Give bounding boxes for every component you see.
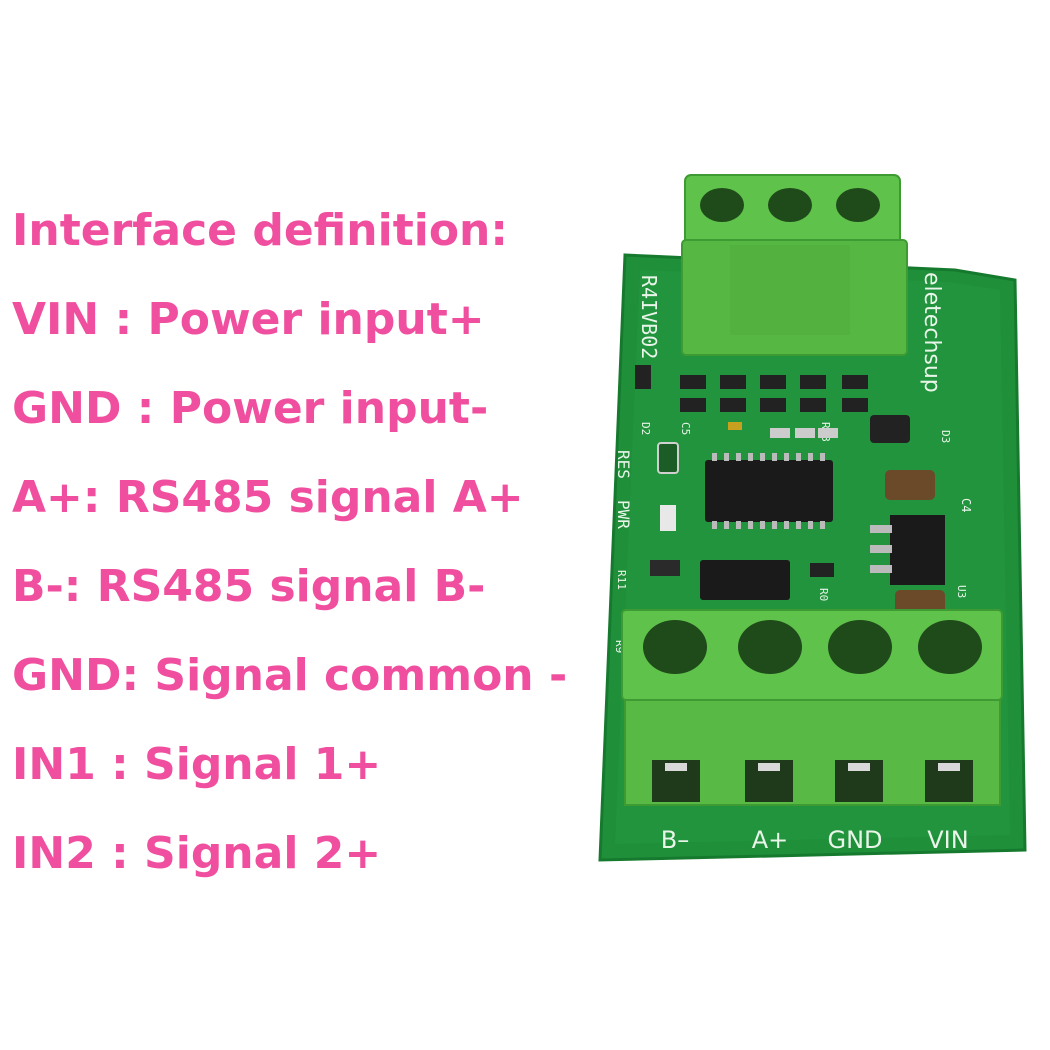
definition-gnd-power: GND : Power input-: [12, 383, 489, 434]
definition-gnd-signal: GND: Signal common -: [12, 650, 568, 701]
definition-in2: IN2 : Signal 2+: [12, 828, 382, 879]
pwr-label: PWR: [614, 500, 633, 529]
definition-b-minus: B-: RS485 signal B-: [12, 561, 486, 612]
regulator-components: [650, 442, 945, 615]
pcb-board-svg: R4IVB02 eletechsup RES PWR R11 R9 C5 D2 …: [598, 174, 1027, 862]
terminal-label-a-plus: A+: [752, 826, 789, 854]
main-ic-chip: [705, 453, 833, 529]
definition-in1: IN1 : Signal 1+: [12, 739, 382, 790]
smd-components: [635, 365, 910, 443]
c5-label: C5: [679, 422, 692, 435]
definition-title: Interface definition:: [12, 205, 508, 256]
res-label: RES: [614, 450, 633, 479]
board-brand-label: eletechsup: [919, 272, 944, 393]
c4-label: C4: [959, 498, 973, 512]
top-terminal-block: [681, 174, 908, 356]
terminal-label-vin: VIN: [927, 826, 968, 854]
d3-label: D3: [939, 430, 952, 443]
u3-label: U3: [955, 585, 968, 598]
terminal-label-b-minus: B–: [661, 826, 689, 854]
board-model-label: R4IVB02: [637, 275, 661, 359]
pcb-board-image: R4IVB02 eletechsup RES PWR R11 R9 C5 D2 …: [570, 160, 1040, 880]
r0-label: R0: [817, 588, 830, 601]
r11-label: R11: [615, 570, 628, 590]
d2-label: D2: [639, 422, 652, 435]
definition-vin: VIN : Power input+: [12, 294, 485, 345]
bottom-terminal-block: [621, 609, 1003, 806]
definition-a-plus: A+: RS485 signal A+: [12, 472, 524, 523]
terminal-label-gnd: GND: [827, 826, 882, 854]
interface-definition-list: Interface definition: VIN : Power input+…: [12, 196, 612, 908]
